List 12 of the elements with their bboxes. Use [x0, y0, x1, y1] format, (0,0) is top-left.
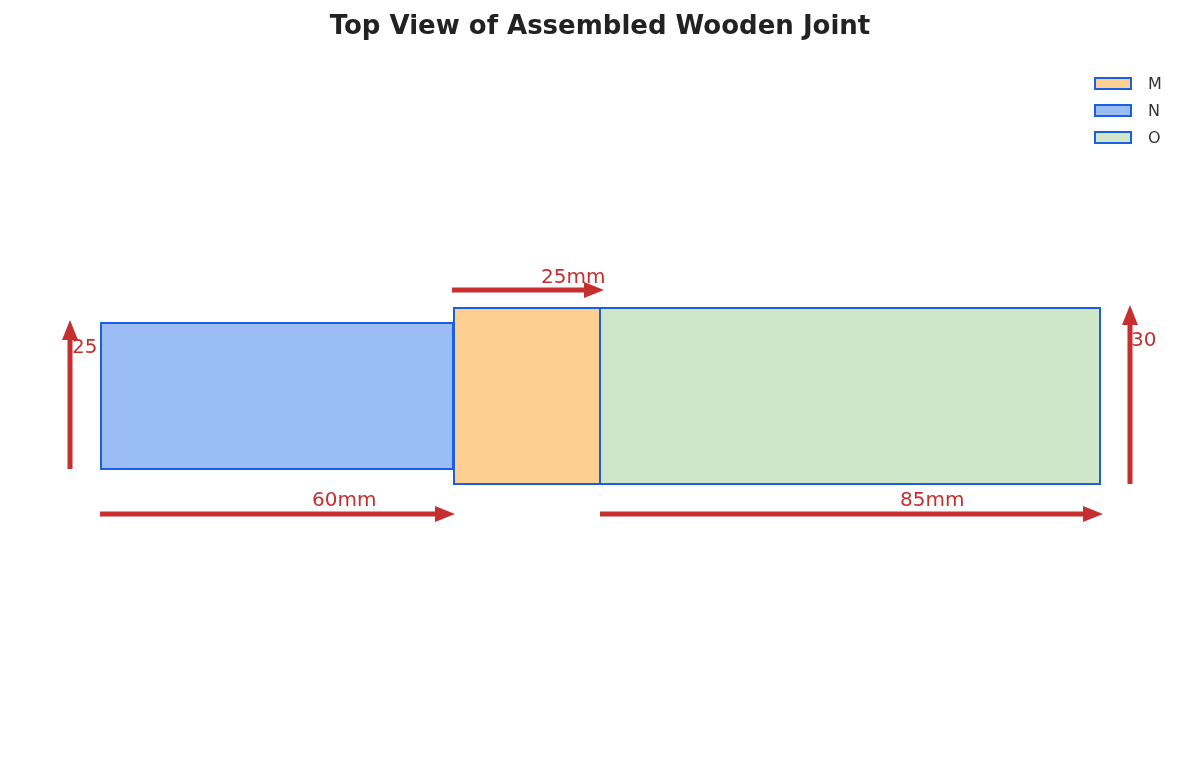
- joint-piece: [453, 307, 601, 485]
- joint-piece: [599, 307, 1101, 485]
- dimension-label: 30: [1131, 329, 1157, 349]
- dimension-label: 60mm: [312, 489, 377, 509]
- dimension-label: 25: [72, 336, 98, 356]
- dimension-label: 85mm: [900, 489, 965, 509]
- legend-label: N: [1148, 101, 1160, 120]
- dimension-label: 25mm: [541, 266, 606, 286]
- diagram-title: Top View of Assembled Wooden Joint: [328, 10, 872, 40]
- legend-label: M: [1148, 74, 1162, 93]
- legend-label: O: [1148, 128, 1161, 147]
- joint-piece: [100, 322, 454, 470]
